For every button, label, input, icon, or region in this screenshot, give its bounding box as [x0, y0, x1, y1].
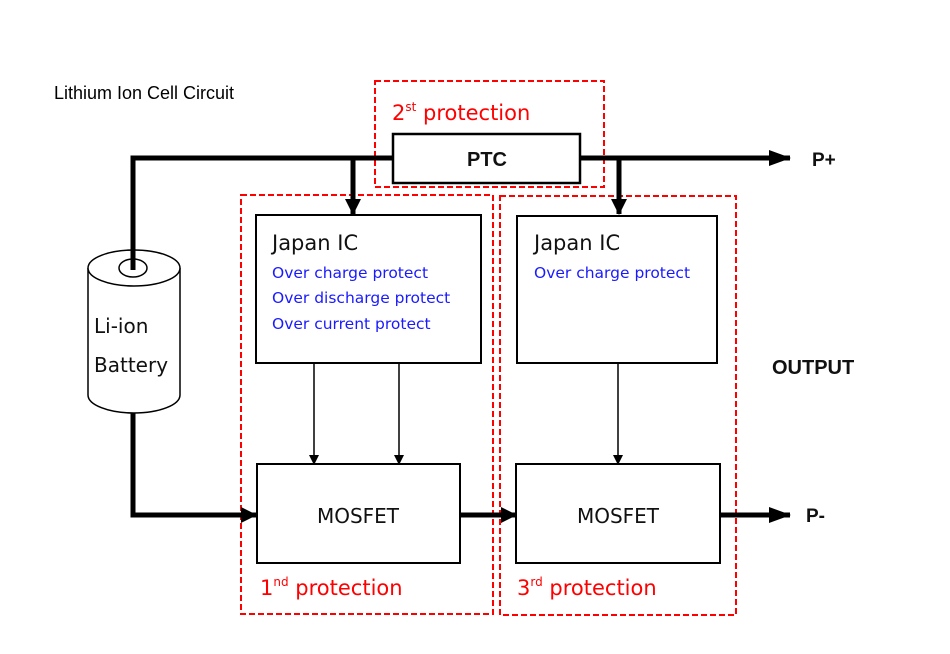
diagram-title: Lithium Ion Cell Circuit: [54, 83, 235, 103]
mosfet-right-label: MOSFET: [577, 504, 660, 528]
zone-second-label: 2st protection: [392, 100, 530, 125]
ptc-block: PTC: [391, 132, 582, 185]
zone-first-protection: [240, 194, 494, 615]
ic-right-block: Japan IC Over charge protect: [516, 215, 718, 364]
wire-battery-negative: [130, 400, 257, 523]
ic-left-function-2: Over discharge protect: [272, 289, 450, 307]
ic-right-function-1: Over charge protect: [534, 264, 690, 282]
ic-left-function-1: Over charge protect: [272, 264, 428, 282]
terminal-negative-label: P-: [806, 506, 825, 527]
zone-third-label: 3rd protection: [517, 575, 657, 600]
mosfet-left-label: MOSFET: [317, 504, 400, 528]
battery: Li-ion Battery: [87, 200, 181, 414]
ptc-label: PTC: [467, 149, 507, 171]
output-label: OUTPUT: [772, 357, 854, 379]
battery-label-line1: Li-ion: [94, 314, 148, 338]
ic-left-title: Japan IC: [270, 231, 358, 255]
ic-right-title: Japan IC: [532, 231, 620, 255]
mosfet-left-block: MOSFET: [256, 463, 461, 564]
ic-left-function-3: Over current protect: [272, 315, 431, 333]
zone-first-label: 1nd protection: [260, 575, 403, 600]
ic-left-block: Japan IC Over charge protect Over discha…: [255, 214, 482, 364]
mosfet-right-block: MOSFET: [515, 463, 721, 564]
terminal-positive-label: P+: [812, 150, 836, 171]
zone-second-protection: [374, 80, 605, 188]
battery-label-line2: Battery: [94, 353, 168, 377]
